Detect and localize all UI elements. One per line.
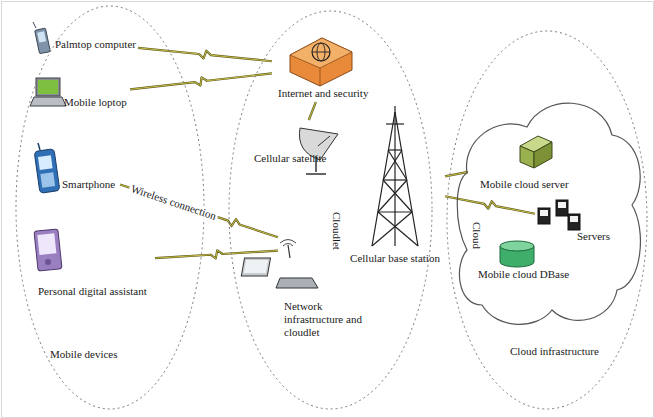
device-node: Cellular satellite — [250, 120, 345, 178]
vertical-label: Cloudlet — [330, 212, 343, 250]
wireless-link — [309, 102, 316, 120]
region-ellipse: Cloud infrastructure Cloud Mobile cloud se… — [446, 30, 648, 410]
wireless-link — [155, 250, 278, 258]
node-label: Mobile loptop — [64, 96, 127, 109]
cloud-shape: Cloud Mobile cloud serverServersMobile cl… — [452, 55, 645, 335]
device-node: Cellular base station — [345, 105, 445, 268]
firewall-icon — [290, 38, 352, 86]
node-label: Personal digital assistant — [38, 285, 147, 298]
edge-label: Wireless connection — [128, 182, 220, 224]
cloud-outline — [452, 55, 645, 335]
node-label: Palmtop computer — [55, 38, 136, 51]
device-node: Mobile loptop — [30, 75, 130, 115]
region-ellipse: Network infrastructure and cloudlet Inter… — [228, 10, 433, 410]
node-label: Smartphone — [62, 178, 115, 191]
laptop-icon — [30, 78, 66, 106]
vertical-label: Cloud — [470, 222, 483, 249]
cloudlet-router-icon — [241, 240, 318, 289]
satellite-dish-icon — [299, 128, 338, 174]
device-node: Servers — [535, 198, 615, 245]
node-label: Cellular base station — [350, 252, 440, 265]
node-label: Cloud infrastructure — [510, 345, 599, 358]
device-node: Smartphone — [30, 142, 120, 197]
device-node: Personal digital assistant — [30, 222, 155, 302]
node-label: Servers — [577, 230, 610, 243]
node-label: Mobile cloud server — [480, 178, 569, 191]
device-node: Internet and security — [272, 32, 387, 102]
dashed-ellipse — [228, 10, 433, 410]
wireless-link — [138, 48, 272, 61]
cell-tower-icon — [372, 106, 418, 246]
node-label: Mobile cloud DBase — [478, 268, 569, 281]
device-node: Mobile cloud server — [468, 130, 571, 193]
device-node: Cloudlet — [278, 205, 345, 292]
palmtop-icon — [33, 22, 50, 54]
pda-icon — [34, 229, 62, 271]
smartphone-icon — [34, 143, 60, 193]
node-label: Mobile devices — [50, 348, 118, 361]
node-label: Cellular satellite — [254, 152, 326, 165]
device-node: Mobile cloud DBase — [470, 240, 580, 285]
node-label: Internet and security — [278, 87, 368, 100]
device-node: Palmtop computer — [30, 25, 138, 60]
wireless-link — [130, 73, 272, 89]
node-label: Network infrastructure and cloudlet — [284, 300, 382, 339]
